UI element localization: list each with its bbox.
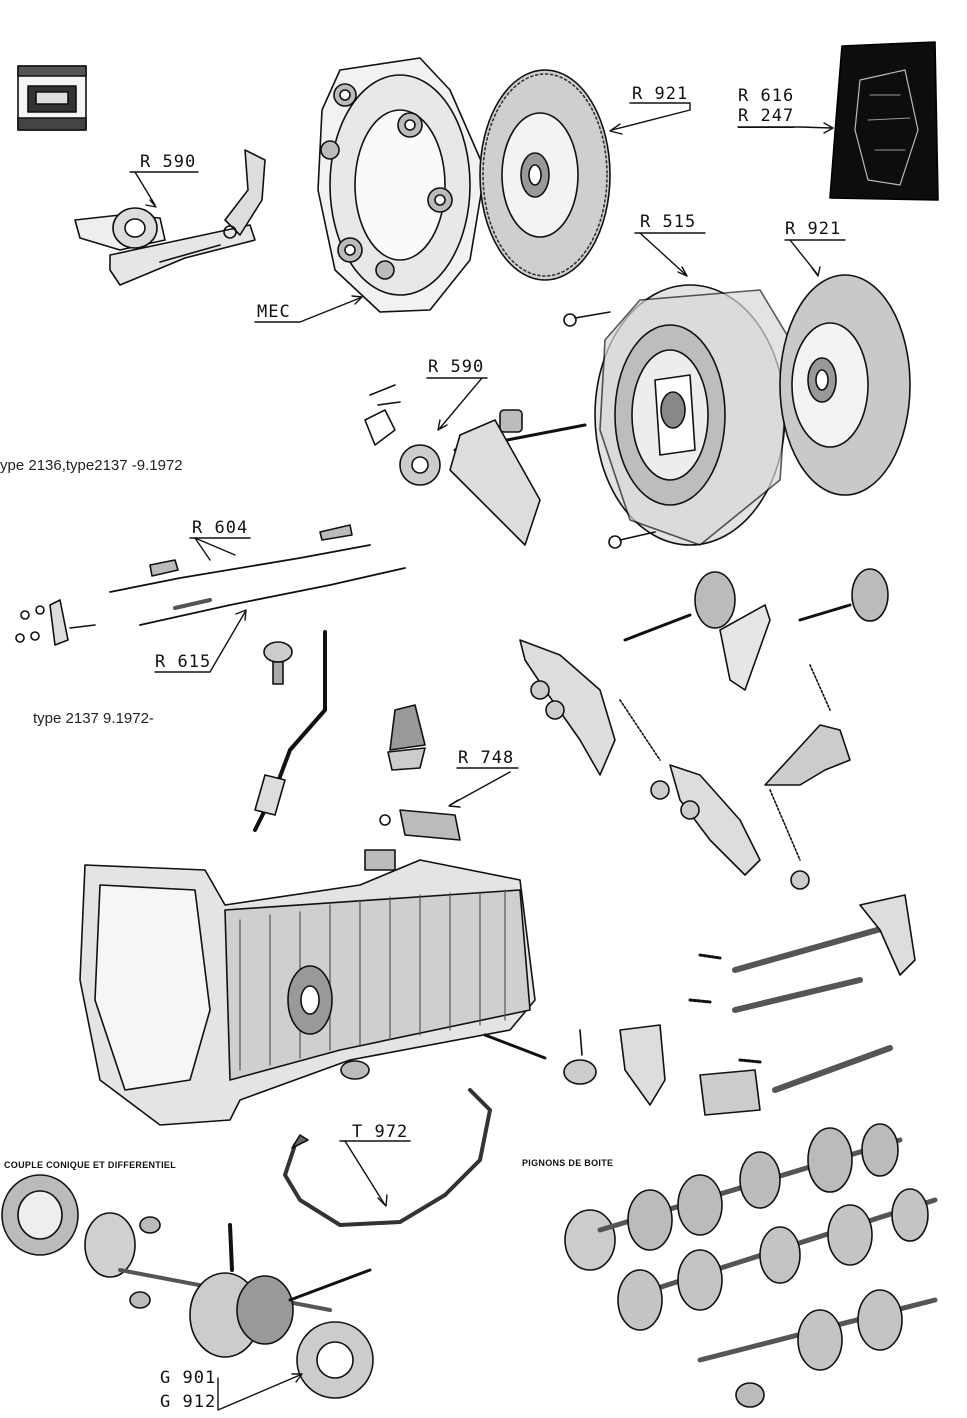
callout-g912: G 912 xyxy=(160,1392,217,1412)
note-type-late: type 2137 9.1972- xyxy=(33,710,154,727)
note-type-early: ype 2136,type2137 -9.1972 xyxy=(0,457,183,474)
gearbox-housing xyxy=(79,849,536,1126)
callout-t972: T 972 xyxy=(352,1122,409,1142)
release-bearing-fork-top xyxy=(74,149,266,286)
callout-leader-lines xyxy=(129,102,846,1411)
callout-r615: R 615 xyxy=(155,652,212,672)
callout-r590-mid: R 590 xyxy=(428,357,485,377)
oil-can-illustration xyxy=(17,65,87,131)
section-gears: PIGNONS DE BOITE xyxy=(522,1158,614,1168)
release-bearing-mid xyxy=(364,384,587,546)
clutch-cables xyxy=(15,524,406,646)
callout-r247: R 247 xyxy=(738,106,795,128)
gearbox-pinions xyxy=(564,1123,938,1408)
callout-r921-top: R 921 xyxy=(632,84,689,104)
callout-r921-right: R 921 xyxy=(785,219,842,239)
gearbox-photo-thumbnail xyxy=(829,41,939,201)
shift-rods-forks xyxy=(483,894,916,1116)
clutch-disc-top xyxy=(479,69,611,281)
callout-r748: R 748 xyxy=(458,748,515,768)
gear-lever xyxy=(253,630,327,832)
shift-boot-assembly xyxy=(379,704,461,841)
pedal-assembly xyxy=(519,568,889,890)
pressure-plate-mec xyxy=(317,57,486,313)
callout-mec: MEC xyxy=(257,302,291,322)
section-differential: COUPLE CONIQUE ET DIFFERENTIEL xyxy=(4,1160,177,1170)
callout-r616: R 616 xyxy=(738,86,795,106)
callout-g901: G 901 xyxy=(160,1368,217,1388)
clutch-disc-right xyxy=(779,274,911,496)
speedometer-cable xyxy=(283,1088,492,1227)
callout-r590-top: R 590 xyxy=(140,152,197,172)
differential-assembly xyxy=(1,1174,374,1399)
clutch-cover-assembly xyxy=(563,284,791,549)
callout-r515: R 515 xyxy=(640,212,697,232)
callout-r604: R 604 xyxy=(192,518,249,538)
